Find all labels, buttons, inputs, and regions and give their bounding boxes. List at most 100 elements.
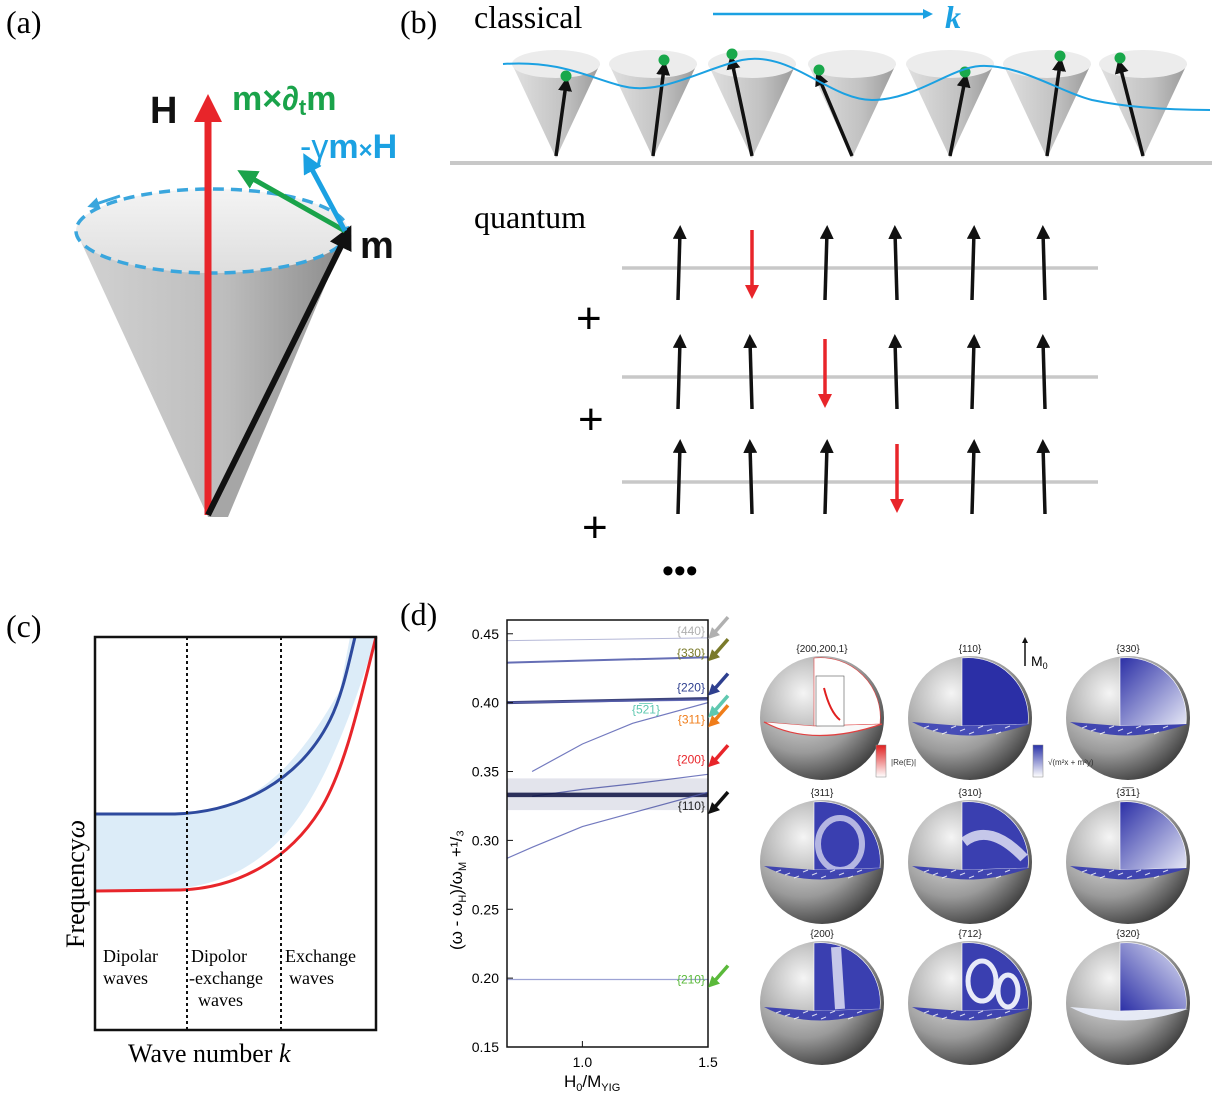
spin-up-arrow	[672, 439, 687, 515]
panel-c-ylabel: Frequencyω	[61, 820, 90, 948]
mode-arrowhead	[708, 705, 720, 718]
wavevector-k-label: k	[945, 0, 961, 35]
y-tick-label: 0.35	[472, 764, 499, 780]
mode-label: {200}	[677, 752, 705, 766]
mode-arrow	[712, 744, 730, 763]
upper-dispersion-curve	[95, 636, 357, 816]
panel-b: (b) classical k quantum + + + •••	[400, 0, 1212, 590]
y-ticks: 0.150.200.250.300.350.400.45	[472, 626, 513, 1055]
mode-arrow	[712, 638, 730, 657]
spin-up-arrow	[1036, 225, 1051, 301]
spin-wave-curve	[502, 57, 1211, 111]
panel-c: (c) Dipolar waves Dipolor -exchange wave…	[6, 608, 378, 1068]
sphere-label: {311}	[811, 788, 834, 799]
sphere-label: {330}	[1116, 644, 1140, 655]
magnetization-m-arrow	[205, 225, 352, 517]
sphere-label: {320}	[1116, 929, 1140, 940]
magnon-band	[95, 637, 376, 891]
panel-a: (a) H m m×∂tm -γm×H	[6, 4, 397, 517]
spin-up-arrow	[743, 334, 758, 410]
mode-arrowhead	[708, 715, 720, 728]
quantum-spin-row	[622, 225, 1098, 301]
y-tick-label: 0.45	[472, 626, 499, 642]
spin-up-arrow	[819, 439, 834, 515]
panel-c-label: (c)	[6, 608, 42, 644]
mode-label: {210}	[677, 973, 705, 987]
mode-label: {220}	[677, 681, 705, 695]
H-label: H	[150, 90, 177, 132]
spin-up-arrow	[966, 439, 981, 515]
x-tick-label: 1.5	[698, 1054, 718, 1070]
sphere-label: {310}	[958, 788, 982, 799]
classical-spin-arrow	[1045, 57, 1066, 157]
panel-d-ylabel: (ω - ωH)/ωM +¹/₃	[447, 830, 469, 950]
mode-arrow	[712, 790, 730, 810]
spin-tip-ball	[726, 48, 738, 60]
mode-arrow	[712, 964, 730, 983]
spin-up-arrow	[672, 225, 687, 301]
spin-up-arrow	[966, 334, 981, 410]
quantum-superposition	[622, 225, 1098, 515]
spin-up-arrow	[743, 439, 758, 515]
mode-halo	[507, 778, 708, 811]
mode-sphere: {330}	[1066, 644, 1190, 780]
plus-sign-1: +	[576, 294, 602, 343]
precession-torque-arrow	[303, 153, 348, 233]
mode-arrow	[712, 672, 730, 691]
panel-d-xlabel: H0/MYIG	[564, 1072, 620, 1094]
sphere-label: {712}	[958, 929, 982, 940]
panel-c-xlabel: Wave number k	[128, 1039, 291, 1068]
mode-arrowhead	[708, 683, 720, 696]
mode-arrowhead	[708, 649, 720, 662]
mode-sphere: {310}	[908, 788, 1032, 924]
y-tick-label: 0.30	[472, 832, 499, 848]
mode-label: {330}	[677, 646, 705, 660]
panel-d-axes	[506, 619, 709, 1048]
svg-text:M0: M0	[1031, 653, 1048, 671]
y-tick-label: 0.25	[472, 901, 499, 917]
panel-d-label: (d)	[400, 596, 437, 632]
quantum-spin-row	[622, 334, 1098, 410]
damping-torque-arrow	[237, 170, 347, 234]
spin-up-arrow	[888, 334, 903, 410]
mode-sphere: {320}	[1066, 929, 1190, 1065]
M0-indicator: M0	[1022, 637, 1048, 671]
spin-tip-ball	[1054, 50, 1066, 62]
classical-spin-cone	[609, 50, 697, 158]
mode-arrowhead	[708, 802, 720, 815]
classical-spin-arrow	[651, 61, 671, 157]
ellipsis: •••	[662, 552, 698, 590]
sphere-label: {200}	[810, 929, 834, 940]
plus-sign-2: +	[578, 395, 604, 444]
sphere-label: {110}	[959, 644, 982, 655]
classical-spin-arrow	[726, 55, 754, 157]
mode-arrowhead	[708, 627, 720, 640]
spin-up-arrow	[819, 225, 834, 301]
mode-arrowhead	[708, 975, 720, 988]
spin-up-arrow	[1036, 334, 1051, 410]
mode-sphere: {712}	[908, 929, 1032, 1065]
colorbar-efield: |Re(E)|	[875, 744, 916, 778]
mode-arrow	[712, 615, 730, 635]
quantum-spin-row	[622, 439, 1098, 515]
spin-up-arrow	[888, 225, 903, 301]
panel-c-axes	[93, 635, 378, 1032]
mode-sphere: {311}	[760, 788, 884, 924]
mode-sphere: {3̅1̅1}	[1066, 787, 1190, 924]
panel-b-label: (b)	[400, 4, 437, 40]
svg-text:√(m²x + m²y): √(m²x + m²y)	[1048, 758, 1094, 767]
mode-label: {311}	[678, 712, 705, 726]
classical-spin-cone	[1003, 50, 1091, 158]
precession-torque-label: -γm×H	[300, 128, 397, 166]
spin-tip-ball	[658, 54, 670, 66]
classical-label: classical	[474, 0, 583, 35]
mode-label: {440}	[677, 624, 705, 638]
classical-spin-cone	[906, 50, 994, 158]
mode-arrow	[712, 704, 730, 723]
classical-spin-arrow	[948, 73, 971, 157]
mode-labels: {440} {330} {220} {5̅2̅1} {311} {200} {110} {21…	[632, 624, 705, 986]
mode-label: {110}	[678, 799, 705, 813]
mode-label: {5̅2̅1}	[632, 703, 660, 717]
spin-up-arrow	[672, 334, 687, 410]
